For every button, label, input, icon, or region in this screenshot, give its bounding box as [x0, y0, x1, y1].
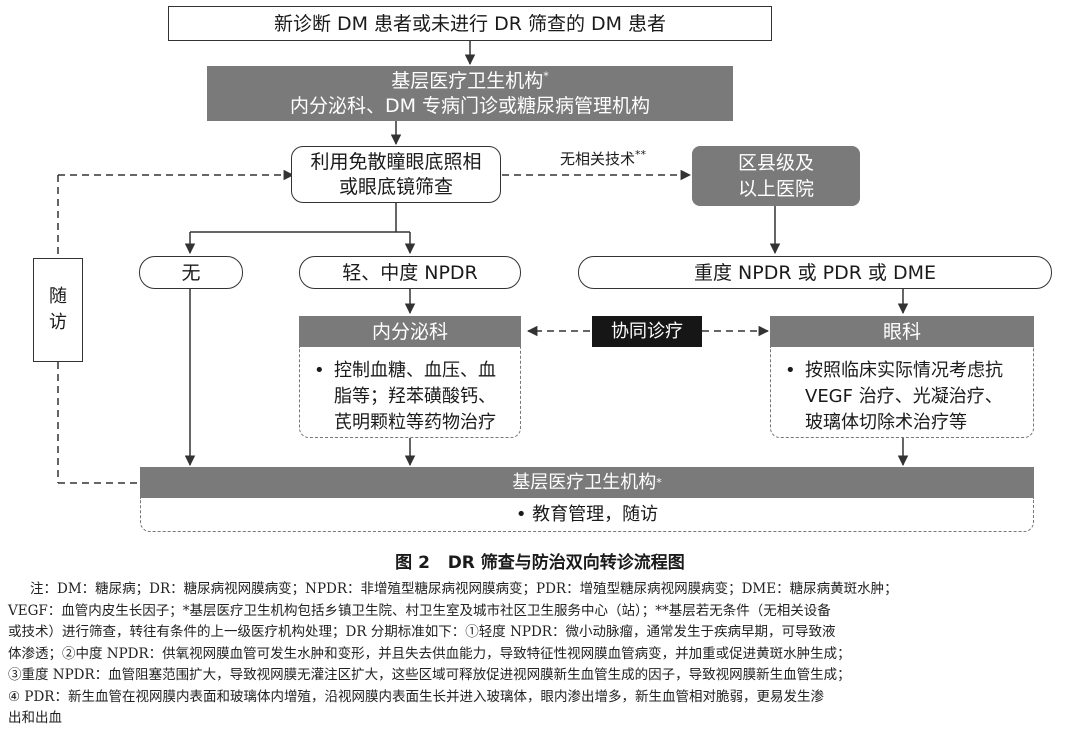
notes-line6: ④ PDR：新生血管在视网膜内表面和玻璃体内增殖，沿视网膜内表面生长并进入玻璃体…	[8, 688, 824, 705]
follow-up-box: 随 访	[33, 258, 83, 362]
new-dm-patient-text: 新诊断 DM 患者或未进行 DR 筛查的 DM 患者	[273, 12, 667, 35]
figure-label: 图 2	[395, 553, 430, 573]
ophthalmology-panel: • 按照临床实际情况考虑抗 VEGF 治疗、光凝治疗、 玻璃体切除术治疗等	[770, 347, 1034, 438]
ophthalmology-line2: VEGF 治疗、光凝治疗、	[805, 386, 1003, 407]
result-mild-text: 轻、中度 NPDR	[342, 261, 478, 284]
ophthalmology-bullet: •	[785, 360, 796, 381]
notes-line3: 或技术）进行筛查，转往有条件的上一级医疗机构处理；DR 分期标准如下：①轻度 N…	[8, 624, 836, 640]
bottom-primary-care-panel: • 教育管理，随访	[140, 498, 1034, 532]
figure-title: DR 筛查与防治双向转诊流程图	[447, 553, 685, 573]
notes-line1: 注：DM：糖尿病；DR：糖尿病视网膜病变；NPDR：非增殖型糖尿病视网膜病变；P…	[30, 581, 898, 597]
ophthalmology-title: 眼科	[882, 320, 921, 343]
endocrine-line3: 芪明颗粒等药物治疗	[334, 412, 496, 433]
endocrine-bullet: •	[314, 360, 325, 381]
new-dm-patient-box: 新诊断 DM 患者或未进行 DR 筛查的 DM 患者	[168, 6, 772, 41]
county-line1: 区县级及	[737, 152, 814, 174]
notes-line5: ③重度 NPDR：血管阻塞范围扩大，导致视网膜无灌注区扩大，这些区域可释放促进视…	[8, 667, 851, 683]
result-none-box: 无	[139, 256, 243, 289]
county-line2: 以上医院	[737, 178, 814, 200]
notes-line4: 体渗透；②中度 NPDR：供氧视网膜血管可发生水肿和变形，并且失去供血能力，导致…	[8, 645, 851, 662]
result-severe-text: 重度 NPDR 或 PDR 或 DME	[693, 261, 937, 284]
notes-line2: VEGF：血管内皮生长因子；*基层医疗卫生机构包括乡镇卫生院、村卫生室及城市社区…	[8, 602, 831, 619]
ophthalmology-content: 按照临床实际情况考虑抗 VEGF 治疗、光凝治疗、 玻璃体切除术治疗等	[805, 358, 1003, 436]
collab-text: 协同诊疗	[611, 320, 683, 342]
follow-up-char2: 访	[49, 312, 67, 333]
primary-care-mark: *	[543, 69, 549, 83]
bottom-primary-care-header: 基层医疗卫生机构*	[140, 467, 1034, 498]
screening-line1: 利用免散瞳眼底照相	[310, 150, 482, 173]
primary-care-box: 基层医疗卫生机构* 内分泌科、DM 专病门诊或糖尿病管理机构	[207, 66, 733, 121]
endocrine-header: 内分泌科	[299, 316, 521, 347]
ophthalmology-line1: 按照临床实际情况考虑抗	[805, 360, 1003, 381]
endocrine-line2: 脂等；羟苯磺酸钙、	[334, 386, 496, 407]
ophthalmology-line3: 玻璃体切除术治疗等	[805, 412, 967, 433]
endocrine-panel: • 控制血糖、血压、血 脂等；羟苯磺酸钙、 芪明颗粒等药物治疗	[299, 347, 521, 438]
no-tech-label: 无相关技术**	[560, 148, 647, 168]
follow-up-char1: 随	[49, 286, 67, 307]
figure-caption: 图 2 DR 筛查与防治双向转诊流程图	[0, 548, 1080, 573]
screening-line2: 或眼底镜筛查	[338, 175, 453, 198]
screening-box: 利用免散瞳眼底照相 或眼底镜筛查	[291, 146, 501, 203]
county-hospital-box: 区县级及 以上医院	[692, 146, 860, 206]
endocrine-content: 控制血糖、血压、血 脂等；羟苯磺酸钙、 芪明颗粒等药物治疗	[334, 358, 496, 436]
bottom-primary-care-content: • 教育管理，随访	[515, 503, 659, 525]
result-mild-box: 轻、中度 NPDR	[299, 256, 521, 289]
primary-care-line2: 内分泌科、DM 专病门诊或糖尿病管理机构	[289, 94, 651, 117]
endocrine-title: 内分泌科	[371, 320, 448, 343]
result-severe-box: 重度 NPDR 或 PDR 或 DME	[578, 256, 1052, 289]
collab-box: 协同诊疗	[592, 316, 702, 347]
notes-block: 注：DM：糖尿病；DR：糖尿病视网膜病变；NPDR：非增殖型糖尿病视网膜病变；P…	[8, 579, 1074, 730]
endocrine-line1: 控制血糖、血压、血	[334, 360, 496, 381]
ophthalmology-header: 眼科	[770, 316, 1034, 347]
notes-line7: 出和出血	[8, 710, 62, 726]
primary-care-line1: 基层医疗卫生机构*	[391, 69, 549, 92]
result-none-text: 无	[181, 261, 201, 284]
no-tech-mark: **	[635, 148, 647, 161]
